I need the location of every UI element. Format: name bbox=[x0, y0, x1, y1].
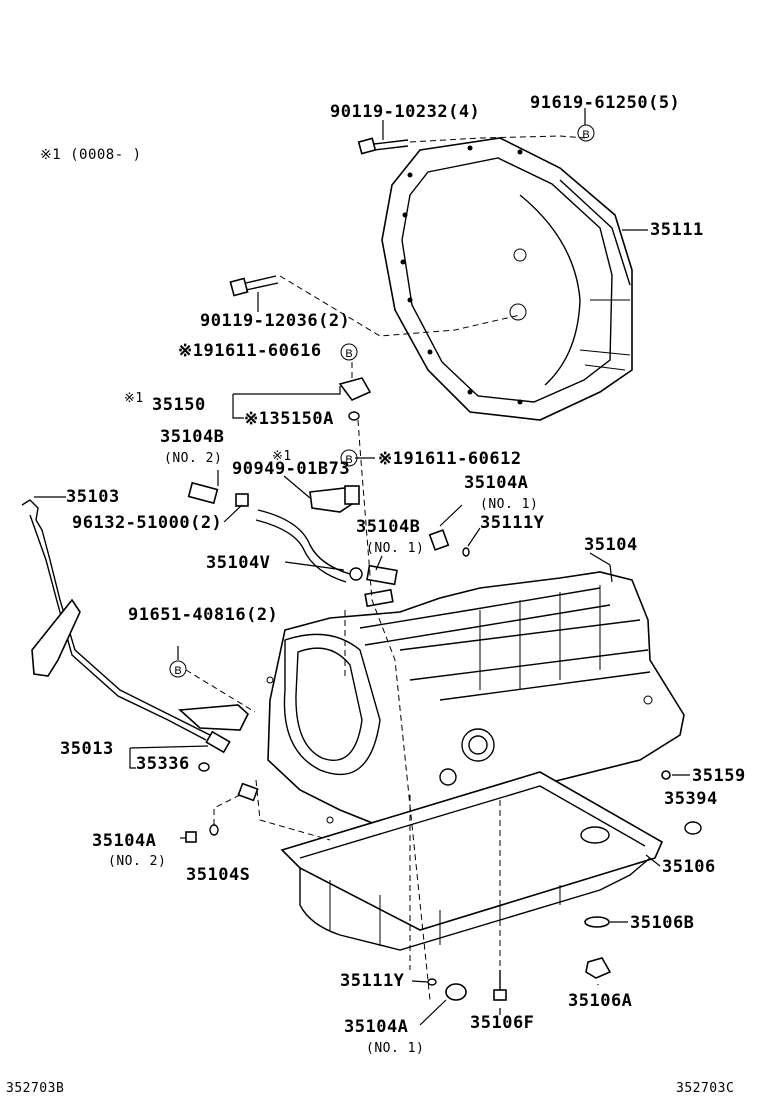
date-note: ※1 (0008- ) bbox=[40, 147, 142, 163]
callout-35150-mark: ※1 bbox=[124, 391, 144, 406]
callout-35394[interactable]: 35394 bbox=[664, 789, 718, 809]
sensor-90949-01B73[interactable] bbox=[309, 485, 360, 513]
callout-35104A-no1-top[interactable]: 35104A bbox=[464, 473, 529, 493]
svg-text:B: B bbox=[345, 454, 352, 466]
small-parts-right[interactable] bbox=[584, 770, 702, 979]
callout-35104A-no1-bottom-sub: (NO. 1) bbox=[366, 1041, 425, 1056]
callout-35106B[interactable]: 35106B bbox=[630, 913, 695, 933]
callout-91651-40816[interactable]: 91651-40816(2) bbox=[128, 605, 279, 625]
callout-35104B-no1[interactable]: 35104B bbox=[356, 517, 421, 537]
figure-ref-right: 352703C bbox=[676, 1081, 735, 1096]
union-35104B-no2[interactable] bbox=[187, 481, 249, 507]
svg-text:B: B bbox=[582, 129, 589, 141]
callout-96132-51000[interactable]: 96132-51000(2) bbox=[72, 513, 223, 533]
callout-90949-mark: ※1 bbox=[272, 449, 292, 464]
bell-housing-35111[interactable] bbox=[381, 137, 633, 421]
callout-35104A-no2[interactable]: 35104A bbox=[92, 831, 157, 851]
marker-b-4: B bbox=[169, 660, 187, 678]
callout-35104A-no1-bottom[interactable]: 35104A bbox=[344, 1017, 409, 1037]
callout-35150[interactable]: 35150 bbox=[152, 395, 206, 415]
callout-35104[interactable]: 35104 bbox=[584, 535, 638, 555]
callout-35013[interactable]: 35013 bbox=[60, 739, 114, 759]
plug-35104A-no1-top[interactable] bbox=[428, 529, 470, 557]
callout-35111Y-top[interactable]: 35111Y bbox=[480, 513, 545, 533]
callout-35104A-no1-top-sub: (NO. 1) bbox=[480, 497, 539, 512]
callout-35104B-no1-sub: (NO. 1) bbox=[366, 541, 425, 556]
callout-35104V[interactable]: 35104V bbox=[206, 553, 271, 573]
callout-35104B-no2-sub: (NO. 2) bbox=[164, 451, 223, 466]
svg-text:B: B bbox=[174, 665, 181, 677]
callout-90119-12036[interactable]: 90119-12036(2) bbox=[200, 311, 351, 331]
callout-35103[interactable]: 35103 bbox=[66, 487, 120, 507]
marker-b-3: B bbox=[340, 449, 358, 467]
union-35104B-no1[interactable] bbox=[364, 564, 398, 608]
dipstick-tube[interactable] bbox=[21, 499, 249, 772]
leader-lines bbox=[34, 108, 690, 1026]
callout-35111Y-bottom[interactable]: 35111Y bbox=[340, 971, 405, 991]
callout-91611-60616[interactable]: ※191611-60616 bbox=[178, 341, 322, 361]
callout-35104S[interactable]: 35104S bbox=[186, 865, 251, 885]
callout-35104A-no2-sub: (NO. 2) bbox=[108, 854, 167, 869]
bolt-90119-12036[interactable] bbox=[229, 275, 279, 297]
marker-b-2: B bbox=[340, 343, 358, 361]
callout-91619-61250[interactable]: 91619-61250(5) bbox=[530, 93, 681, 113]
bolt-90119-10232[interactable] bbox=[357, 137, 409, 155]
callout-90949-01B73[interactable]: 90949-01B73 bbox=[232, 459, 351, 479]
callout-35106A[interactable]: 35106A bbox=[568, 991, 633, 1011]
callout-35104B-no2[interactable]: 35104B bbox=[160, 427, 225, 447]
transmission-case-35104[interactable] bbox=[266, 571, 685, 827]
svg-text:B: B bbox=[345, 348, 352, 360]
hose-35104V[interactable] bbox=[255, 509, 363, 583]
callout-91611-60612[interactable]: ※191611-60612 bbox=[378, 449, 522, 469]
marker-b-1: B bbox=[577, 124, 595, 142]
callout-35106[interactable]: 35106 bbox=[662, 857, 716, 877]
callout-35106F[interactable]: 35106F bbox=[470, 1013, 535, 1033]
sensor-35150[interactable] bbox=[338, 377, 372, 421]
small-parts-bottom[interactable] bbox=[185, 782, 507, 1001]
callout-35150A[interactable]: ※135150A bbox=[244, 409, 334, 429]
callout-90119-10232[interactable]: 90119-10232(4) bbox=[330, 102, 481, 122]
figure-ref-left: 352703B bbox=[6, 1081, 65, 1096]
callout-35111[interactable]: 35111 bbox=[650, 220, 704, 240]
callout-35159[interactable]: 35159 bbox=[692, 766, 746, 786]
callout-35336[interactable]: 35336 bbox=[136, 754, 190, 774]
